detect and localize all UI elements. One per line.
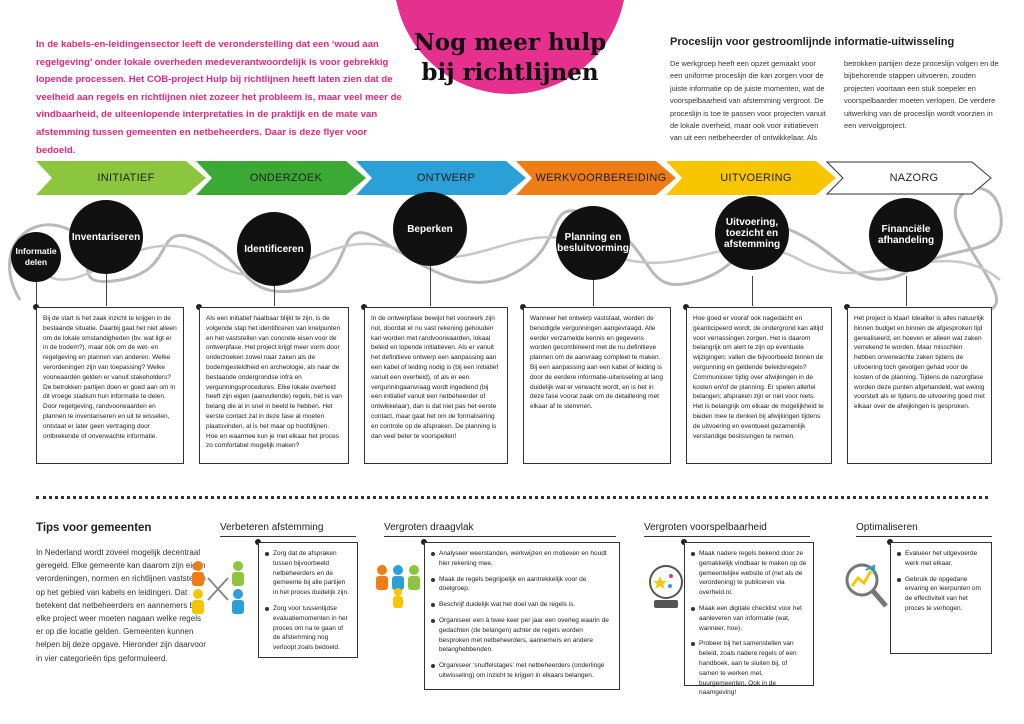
stalk-line (36, 276, 37, 306)
phase-initiatief: INITIATIEF (36, 161, 206, 195)
tip-heading-draagvlak: Vergroten draagvlak (384, 522, 474, 533)
step-informatie-delen: Informatie delen (11, 232, 61, 282)
tip-item: Maak nadere regels bekend door ze gemakk… (691, 550, 807, 597)
tip-underline (644, 536, 810, 537)
page-title: Nog meer hulp bij richtlijnen (394, 28, 626, 88)
stalk-line (752, 276, 753, 306)
phase-uitvoering: UITVOERING (666, 161, 836, 195)
tip-item: Maak een digitale checklist voor het aan… (691, 604, 807, 633)
tip-box-draagvlak: Analyseer weerstanden, werkwijzen en mot… (424, 542, 620, 690)
card-werkvoorbereiding: Wanneer het ontwerp vaststaat, worden de… (523, 307, 671, 464)
tip-heading-afstemming: Verbeteren afstemming (220, 522, 324, 533)
phase-label: INITIATIEF (97, 172, 155, 184)
tip-item: Maak de regels begrijpelijk en aantrekke… (431, 575, 613, 595)
tip-item: Organiseer ‘snuffelstages’ met netbeheer… (431, 661, 613, 681)
people-exchange-icon (192, 561, 244, 614)
tip-item: Analyseer weerstanden, werkwijzen en mot… (431, 549, 613, 569)
step-planning: Planning en besluitvorming (556, 206, 630, 280)
intro-text: In de kabels-en-leidingensector leeft de… (36, 39, 402, 156)
tips-body: In Nederland wordt zoveel mogelijk decen… (36, 548, 206, 663)
tip-box-voorspelbaarheid: Maak nadere regels bekend door ze gemakk… (684, 542, 814, 696)
step-inventariseren: Inventariseren (69, 200, 143, 274)
step-financiele-afhandeling: Financiële afhandeling (869, 198, 943, 272)
card-onderzoek: Als een initiatief haalbaar blijkt te zi… (199, 307, 349, 464)
stalk-line (274, 276, 275, 306)
stalk-line (106, 266, 107, 306)
phase-label: ONDERZOEK (249, 172, 323, 184)
tip-heading-optimaliseren: Optimaliseren (856, 522, 918, 533)
tip-underline (384, 536, 616, 537)
phase-label: ONTWERP (416, 172, 476, 184)
tip-item: Evalueer het uitgevoerde werk met elkaar… (897, 549, 985, 569)
procesline-title: Proceslijn voor gestroomlijnde informati… (670, 36, 955, 48)
decorative-squiggle-line (8, 186, 1003, 312)
card-uitvoering: Hoe goed er vooraf ook nagedacht en gean… (686, 307, 832, 464)
phase-onderzoek: ONDERZOEK (196, 161, 366, 195)
card-initiatief: Bij de start is het zaak inzicht te krij… (36, 307, 184, 464)
phase-label: UITVOERING (720, 172, 792, 184)
step-beperken: Beperken (393, 192, 467, 266)
section-divider (36, 496, 988, 499)
step-identificeren: Identificeren (237, 212, 311, 286)
tip-box-optimaliseren: Evalueer het uitgevoerde werk met elkaar… (890, 542, 992, 654)
people-group-icon (376, 565, 420, 608)
stalk-line (430, 266, 431, 306)
crystal-ball-icon (649, 565, 683, 608)
phase-ontwerp: ONTWERP (356, 161, 526, 195)
tip-item: Probeer bij het samenstellen van beleid,… (691, 639, 807, 698)
stalk-line (906, 276, 907, 306)
title-line-2: bij richtlijnen (421, 59, 599, 86)
magnifier-chart-icon (845, 563, 888, 608)
step-uitvoering: Uitvoering, toezicht en afstemming (715, 196, 789, 270)
procesline-body: De werkgroep heeft een opzet gemaakt voo… (670, 59, 999, 143)
tip-heading-voorspelbaarheid: Vergroten voorspelbaarheid (644, 522, 767, 533)
tip-underline (220, 536, 356, 537)
tips-title: Tips voor gemeenten (36, 522, 152, 534)
tip-item: Gebruik de opgedane ervaring en leerpunt… (897, 575, 985, 614)
phase-label: NAZORG (889, 172, 939, 184)
tip-box-afstemming: Zorg dat de afspraken tussen bijvoorbeel… (258, 542, 358, 658)
phase-nazorg: NAZORG (826, 161, 992, 195)
tip-item: Beschrijf duidelijk wat het doel van de … (431, 600, 613, 610)
card-ontwerp: In de ontwerpfase bewijst het voorwerk z… (364, 307, 508, 464)
title-line-1: Nog meer hulp (413, 29, 607, 56)
tip-item: Zorg voor tussentijdse evaluatiemomenten… (265, 604, 351, 653)
phase-werkvoorbereiding: WERKVOORBEREIDING (516, 161, 676, 195)
tip-item: Zorg dat de afspraken tussen bijvoorbeel… (265, 549, 351, 598)
card-nazorg: Het project is klaar! Idealiter is alles… (847, 307, 992, 464)
stalk-line (593, 276, 594, 306)
tip-underline (856, 536, 992, 537)
tip-item: Organiseer een à twee keer per jaar een … (431, 616, 613, 655)
phase-label: WERKVOORBEREIDING (535, 172, 667, 184)
